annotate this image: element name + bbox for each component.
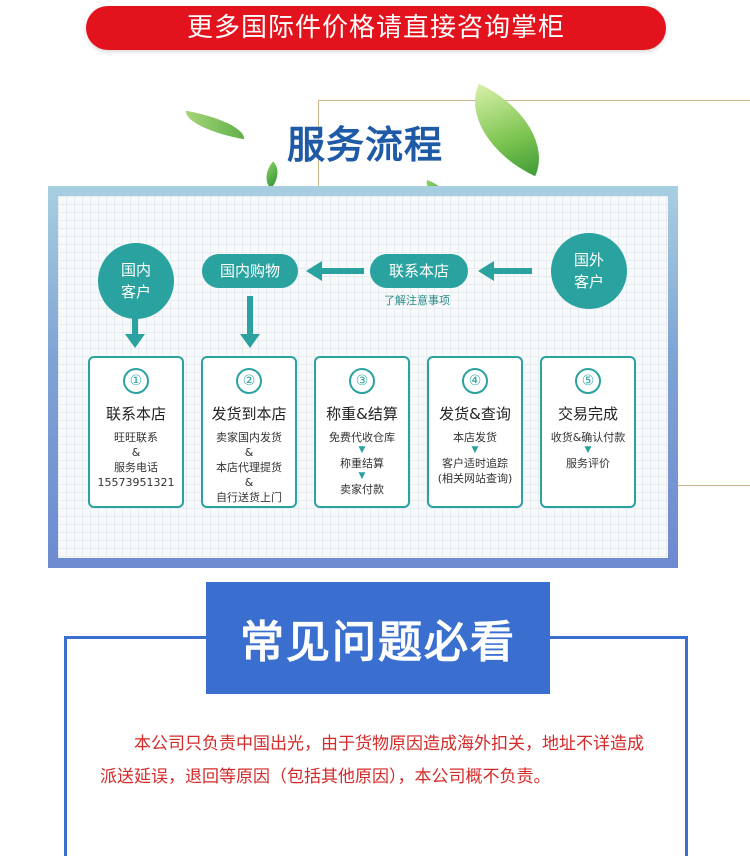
triangle-down-icon: ▼ (358, 471, 366, 481)
step-title: 称重&结算 (326, 405, 398, 423)
step-card-1: ① 联系本店旺旺联系 & 服务电话 15573951321 (88, 356, 184, 508)
domestic-customer-node: 国内 客户 (98, 243, 174, 319)
triangle-down-icon: ▼ (471, 445, 479, 455)
faq-text: 本公司只负责中国出光，由于货物原因造成海外扣关，地址不详造成派送延误，退回等原因… (100, 734, 644, 787)
notice-note: 了解注意事项 (384, 294, 450, 307)
step-title: 交易完成 (557, 405, 618, 423)
step-description: 本店发货▼ 客户适时追踪 (相关网站查询) (429, 430, 521, 486)
step-description-line: 自行送货上门 (216, 491, 282, 504)
triangle-down-icon: ▼ (358, 445, 366, 455)
step-description-line: 本店代理提货 (216, 461, 282, 474)
flow-arrows (125, 261, 532, 348)
step-description-line: 15573951321 (97, 476, 175, 489)
faq-title-box: 常见问题必看 (206, 582, 550, 694)
service-title: 服务流程 (286, 123, 443, 167)
step-description-line: (相关网站查询) (437, 472, 513, 485)
foreign-customer-node: 国外 客户 (551, 233, 627, 309)
step-description-line: & (131, 446, 141, 459)
triangle-down-icon: ▼ (584, 445, 592, 455)
step-title: 联系本店 (105, 405, 166, 423)
step-description-line: 卖家付款 (340, 483, 384, 496)
step-description: 卖家国内发货 & 本店代理提货 & 自行送货上门 (203, 430, 295, 505)
step-description-line: 卖家国内发货 (216, 431, 282, 444)
arrow-left-icon (306, 261, 364, 281)
arrow-down-icon (125, 318, 145, 348)
step-number: ③ (349, 368, 375, 394)
step-description-line: 旺旺联系 (114, 431, 158, 444)
step-card-5: ⑤ 交易完成收货&确认付款▼ 服务评价 (540, 356, 636, 508)
domestic-purchase-pill: 国内购物 (202, 254, 298, 288)
step-title: 发货到本店 (211, 405, 287, 423)
step-number: ⑤ (575, 368, 601, 394)
step-description-line: 收货&确认付款 (550, 431, 626, 444)
step-number: ① (123, 368, 149, 394)
step-card-2: ② 发货到本店卖家国内发货 & 本店代理提货 & 自行送货上门 (201, 356, 297, 508)
step-description-line: 称重结算 (340, 457, 384, 470)
step-description-line: 本店发货 (453, 431, 497, 444)
arrow-down-icon (240, 296, 260, 348)
step-description: 收货&确认付款▼ 服务评价 (542, 430, 634, 471)
step-description-line: 客户适时追踪 (442, 457, 508, 470)
step-description-line: 免费代收仓库 (329, 431, 395, 444)
step-description-line: 服务电话 (114, 461, 158, 474)
step-description-line: 服务评价 (566, 457, 610, 470)
step-number: ④ (462, 368, 488, 394)
faq-title: 常见问题必看 (240, 617, 516, 668)
step-description: 免费代收仓库▼称重结算▼卖家付款 (316, 430, 408, 497)
step-description-line: & (244, 476, 254, 489)
step-card-4: ④ 发货&查询本店发货▼ 客户适时追踪 (相关网站查询) (427, 356, 523, 508)
arrow-left-icon (478, 261, 532, 281)
top-banner: 更多国际件价格请直接咨询掌柜 (86, 6, 666, 50)
step-description: 旺旺联系 & 服务电话 15573951321 (90, 430, 182, 490)
step-title: 发货&查询 (439, 405, 511, 423)
step-number: ② (236, 368, 262, 394)
step-description-line: & (244, 446, 254, 459)
contact-store-pill: 联系本店 (370, 254, 468, 288)
